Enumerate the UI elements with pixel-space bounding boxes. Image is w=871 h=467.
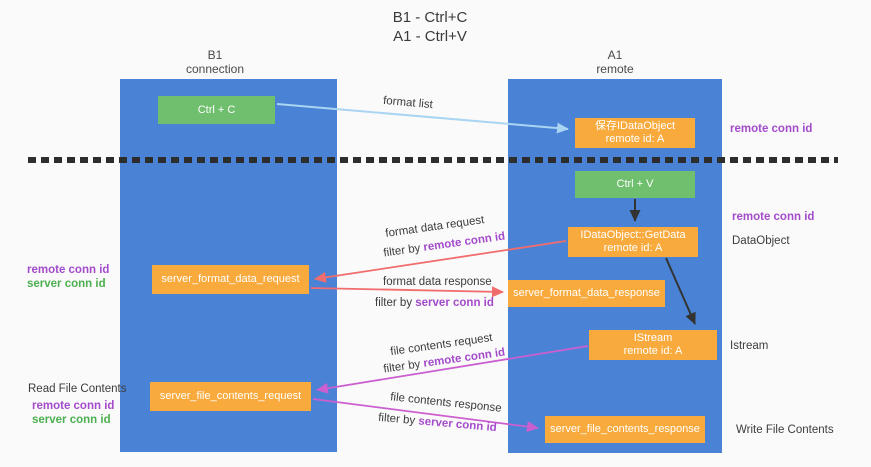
node-ctrl-c-label: Ctrl + C — [197, 103, 236, 116]
annotation-remote-conn-id-mid: remote conn id — [732, 211, 815, 223]
server-conn-id-key-2: server conn id — [417, 415, 498, 435]
node-save-idataobject: 保存IDataObject remote id: A — [575, 118, 695, 148]
filter-by-text-3: filter by — [382, 357, 425, 376]
diagram-title: B1 - Ctrl+C A1 - Ctrl+V — [0, 8, 860, 46]
node-server-file-contents-request: server_file_contents_request — [150, 382, 311, 411]
filter-by-text-4: filter by — [377, 411, 419, 428]
node-server-format-data-response: server_format_data_response — [508, 280, 665, 307]
arrow-format-data-response — [310, 286, 504, 298]
filter-by-text-2: filter by — [375, 297, 416, 309]
node-idataobject-getdata: IDataObject::GetData remote id: A — [568, 227, 698, 257]
node-server-format-data-request-label: server_format_data_request — [161, 273, 300, 285]
annotation-read-file-contents: Read File Contents — [28, 383, 127, 395]
node-server-file-contents-request-label: server_file_contents_request — [159, 390, 302, 402]
lane-b1-subtitle: connection — [185, 62, 245, 76]
remote-conn-id-key-1: remote conn id — [422, 230, 506, 254]
annotation-write-file-contents: Write File Contents — [736, 424, 834, 436]
node-istream-line2: remote id: A — [623, 345, 683, 357]
lane-header-b1: B1 connection — [120, 48, 310, 76]
node-getdata-line2: remote id: A — [603, 242, 663, 254]
server-conn-id-key-1: server conn id — [415, 297, 494, 309]
edge-label-format-data-response: format data response — [383, 276, 492, 288]
node-server-format-data-response-label: server_format_data_response — [513, 287, 660, 299]
node-ctrl-v: Ctrl + V — [575, 171, 695, 198]
annotation-istream: Istream — [730, 340, 769, 352]
edge-label-format-list: format list — [382, 94, 434, 112]
title-line-1: B1 - Ctrl+C — [392, 9, 468, 26]
lane-b1-title: B1 — [207, 48, 223, 62]
node-getdata-line1: IDataObject::GetData — [580, 229, 686, 241]
annotation-left-remote-conn-id-1: remote conn id — [27, 264, 110, 276]
annotation-remote-conn-id-top: remote conn id — [730, 123, 813, 135]
title-line-2: A1 - Ctrl+V — [393, 28, 467, 45]
annotation-dataobject: DataObject — [732, 235, 790, 247]
annotation-left-server-conn-id-2: server conn id — [32, 414, 111, 426]
annotation-left-server-conn-id-1: server conn id — [27, 278, 106, 290]
node-server-file-contents-response: server_file_contents_response — [545, 416, 705, 443]
lane-a1-title: A1 — [607, 48, 623, 62]
edge-label-file-contents-response-filter: filter by server conn id — [378, 412, 497, 434]
node-ctrl-v-label: Ctrl + V — [616, 178, 654, 190]
node-server-file-contents-response-label: server_file_contents_response — [550, 423, 700, 435]
node-save-idataobject-line2: remote id: A — [605, 133, 665, 145]
node-save-idataobject-line1: 保存IDataObject — [594, 120, 676, 132]
filter-by-text-1: filter by — [382, 241, 425, 260]
edge-label-file-contents-response: file contents response — [389, 391, 503, 415]
node-server-format-data-request: server_format_data_request — [152, 265, 309, 294]
lane-a1-subtitle: remote — [596, 62, 634, 76]
node-ctrl-c: Ctrl + C — [158, 96, 275, 124]
dashed-separator-line — [28, 157, 838, 163]
lane-header-a1: A1 remote — [508, 48, 722, 76]
edge-label-format-data-response-filter: filter by server conn id — [375, 297, 494, 309]
annotation-left-remote-conn-id-2: remote conn id — [32, 400, 115, 412]
node-istream-line1: IStream — [633, 332, 673, 344]
node-istream: IStream remote id: A — [589, 330, 717, 360]
